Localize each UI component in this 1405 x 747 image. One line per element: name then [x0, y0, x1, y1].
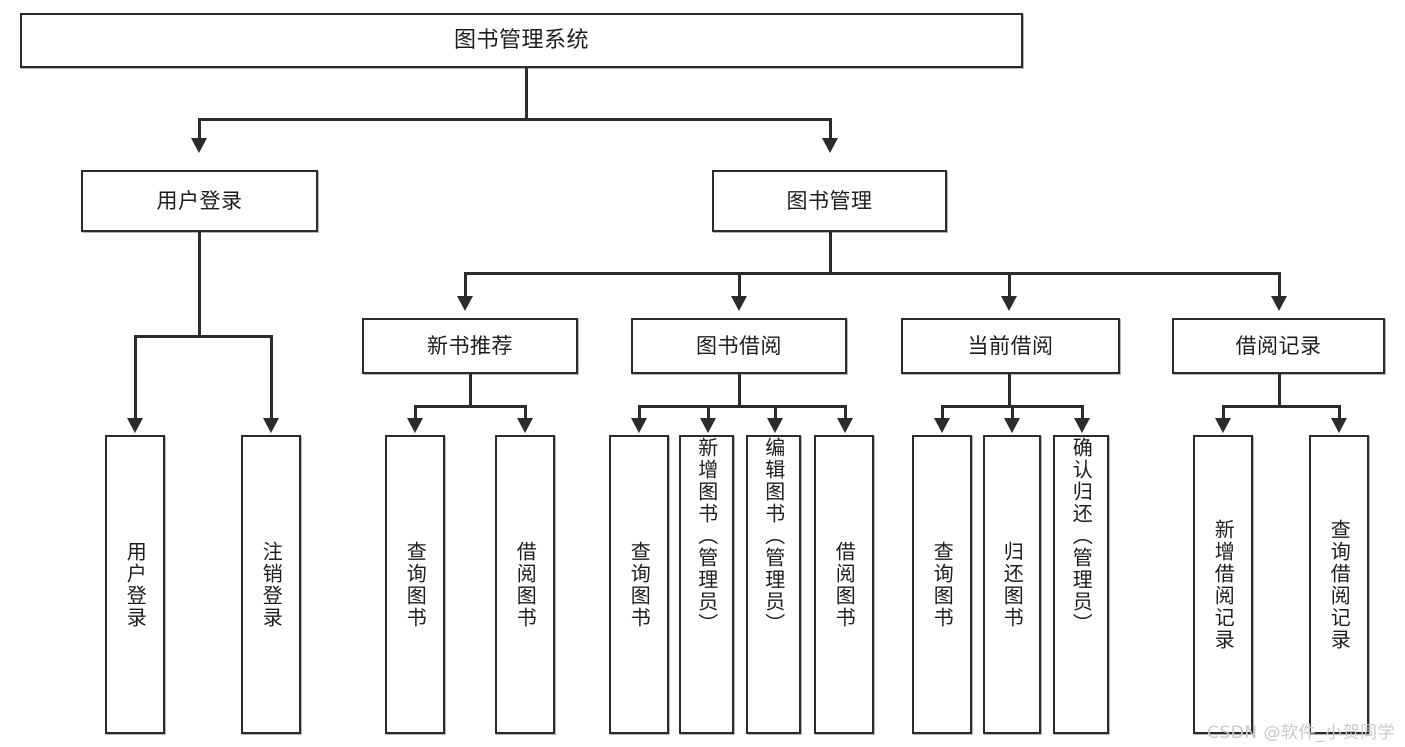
node-label: 用户登录 [123, 540, 148, 629]
connector-book-mgmt-drop-4 [1278, 272, 1281, 298]
leaf-add-borrow-record[interactable]: 新增借阅记录 [1193, 435, 1253, 734]
arrowhead-current-borrow-leaf-2 [1004, 418, 1020, 433]
connector-new-book-stem [469, 374, 472, 405]
connector-new-book-drop-1 [414, 405, 417, 420]
connector-root-stem [525, 68, 528, 118]
connector-current-borrow-drop-1 [941, 405, 944, 420]
connector-borrow-record-stem [1278, 374, 1281, 405]
connector-current-borrow-stem [1008, 374, 1011, 405]
connector-book-mgmt-drop-2 [738, 272, 741, 298]
leaf-query-book-recommend[interactable]: 查询图书 [385, 435, 445, 734]
node-label: 查询图书 [930, 540, 955, 629]
watermark-text: CSDN @软件_小贺同学 [1207, 723, 1395, 743]
connector-borrow-record-drop-1 [1222, 405, 1225, 420]
connector-user-login-stem [198, 232, 201, 335]
arrowhead-user-login-leaf-1 [127, 418, 143, 433]
connector-book-mgmt-bus [464, 272, 1280, 275]
arrowhead-to-current-borrow [1001, 296, 1017, 311]
arrowhead-current-borrow-leaf-3 [1074, 418, 1090, 433]
node-new-book-recommend[interactable]: 新书推荐 [362, 318, 578, 374]
node-book-borrow[interactable]: 图书借阅 [631, 318, 847, 374]
connector-root-bus [198, 118, 830, 121]
node-label: 新增图书（管理员） [694, 437, 719, 635]
arrowhead-current-borrow-leaf-1 [934, 418, 950, 433]
leaf-query-book-current[interactable]: 查询图书 [912, 435, 972, 734]
connector-user-login-drop-1 [134, 335, 137, 420]
node-label: 借阅图书 [832, 540, 857, 629]
leaf-query-borrow-record[interactable]: 查询借阅记录 [1309, 435, 1369, 734]
arrowhead-root-to-user-login [191, 138, 207, 153]
leaf-return-book[interactable]: 归还图书 [983, 435, 1041, 734]
node-label: 借阅记录 [1235, 333, 1322, 358]
connector-book-borrow-stem [738, 374, 741, 405]
leaf-confirm-return-admin[interactable]: 确认归还（管理员） [1053, 435, 1109, 734]
node-label: 查询图书 [403, 540, 428, 629]
node-label: 注销登录 [259, 540, 284, 629]
node-label: 图书借阅 [696, 333, 782, 358]
leaf-logout[interactable]: 注销登录 [241, 435, 301, 734]
arrowhead-book-borrow-leaf-4 [837, 418, 853, 433]
leaf-borrow-book[interactable]: 借阅图书 [814, 435, 874, 734]
connector-current-borrow-drop-3 [1081, 405, 1084, 420]
connector-new-book-drop-2 [524, 405, 527, 420]
connector-borrow-record-bus [1222, 405, 1340, 408]
arrowhead-root-to-book-mgmt [822, 138, 838, 153]
node-label: 查询借阅记录 [1327, 518, 1352, 651]
node-root-system[interactable]: 图书管理系统 [20, 13, 1023, 68]
node-label: 归还图书 [1000, 540, 1025, 629]
arrowhead-book-borrow-leaf-2 [700, 418, 716, 433]
connector-current-borrow-drop-2 [1011, 405, 1014, 420]
node-label: 图书管理系统 [453, 27, 589, 53]
node-label: 查询图书 [627, 540, 652, 629]
connector-user-login-bus [134, 335, 272, 338]
leaf-borrow-book-recommend[interactable]: 借阅图书 [495, 435, 555, 734]
arrowhead-to-borrow-record [1271, 296, 1287, 311]
connector-user-login-drop-2 [270, 335, 273, 420]
node-borrow-record[interactable]: 借阅记录 [1172, 318, 1385, 374]
connector-book-borrow-drop-3 [774, 405, 777, 420]
connector-borrow-record-drop-2 [1338, 405, 1341, 420]
arrowhead-new-book-leaf-1 [407, 418, 423, 433]
connector-book-borrow-drop-4 [844, 405, 847, 420]
arrowhead-book-borrow-leaf-3 [767, 418, 783, 433]
node-current-borrow[interactable]: 当前借阅 [901, 318, 1120, 374]
connector-book-mgmt-stem [829, 232, 832, 272]
node-book-management[interactable]: 图书管理 [712, 170, 947, 232]
node-label: 用户登录 [156, 188, 243, 213]
leaf-add-book-admin[interactable]: 新增图书（管理员） [679, 435, 734, 734]
arrowhead-to-book-borrow [731, 296, 747, 311]
node-label: 当前借阅 [967, 333, 1054, 358]
node-label: 新书推荐 [427, 333, 513, 358]
connector-book-borrow-bus [638, 405, 846, 408]
node-label: 编辑图书（管理员） [761, 437, 786, 635]
node-label: 新增借阅记录 [1211, 518, 1236, 651]
leaf-query-book-borrow[interactable]: 查询图书 [609, 435, 669, 734]
arrowhead-user-login-leaf-2 [263, 418, 279, 433]
leaf-edit-book-admin[interactable]: 编辑图书（管理员） [746, 435, 801, 734]
connector-root-to-book-mgmt [829, 118, 832, 140]
arrowhead-new-book-leaf-2 [517, 418, 533, 433]
arrowhead-to-new-book-recommend [457, 296, 473, 311]
connector-book-mgmt-drop-3 [1008, 272, 1011, 298]
node-label: 确认归还（管理员） [1069, 437, 1094, 635]
arrowhead-book-borrow-leaf-1 [631, 418, 647, 433]
connector-root-to-user-login [198, 118, 201, 140]
arrowhead-borrow-record-leaf-1 [1215, 418, 1231, 433]
connector-book-borrow-drop-2 [707, 405, 710, 420]
connector-new-book-bus [414, 405, 526, 408]
node-label: 图书管理 [786, 188, 873, 213]
node-label: 借阅图书 [513, 540, 538, 629]
connector-book-borrow-drop-1 [638, 405, 641, 420]
connector-book-mgmt-drop-1 [464, 272, 467, 298]
node-user-login[interactable]: 用户登录 [81, 170, 318, 232]
arrowhead-borrow-record-leaf-2 [1331, 418, 1347, 433]
leaf-user-login[interactable]: 用户登录 [105, 435, 165, 734]
